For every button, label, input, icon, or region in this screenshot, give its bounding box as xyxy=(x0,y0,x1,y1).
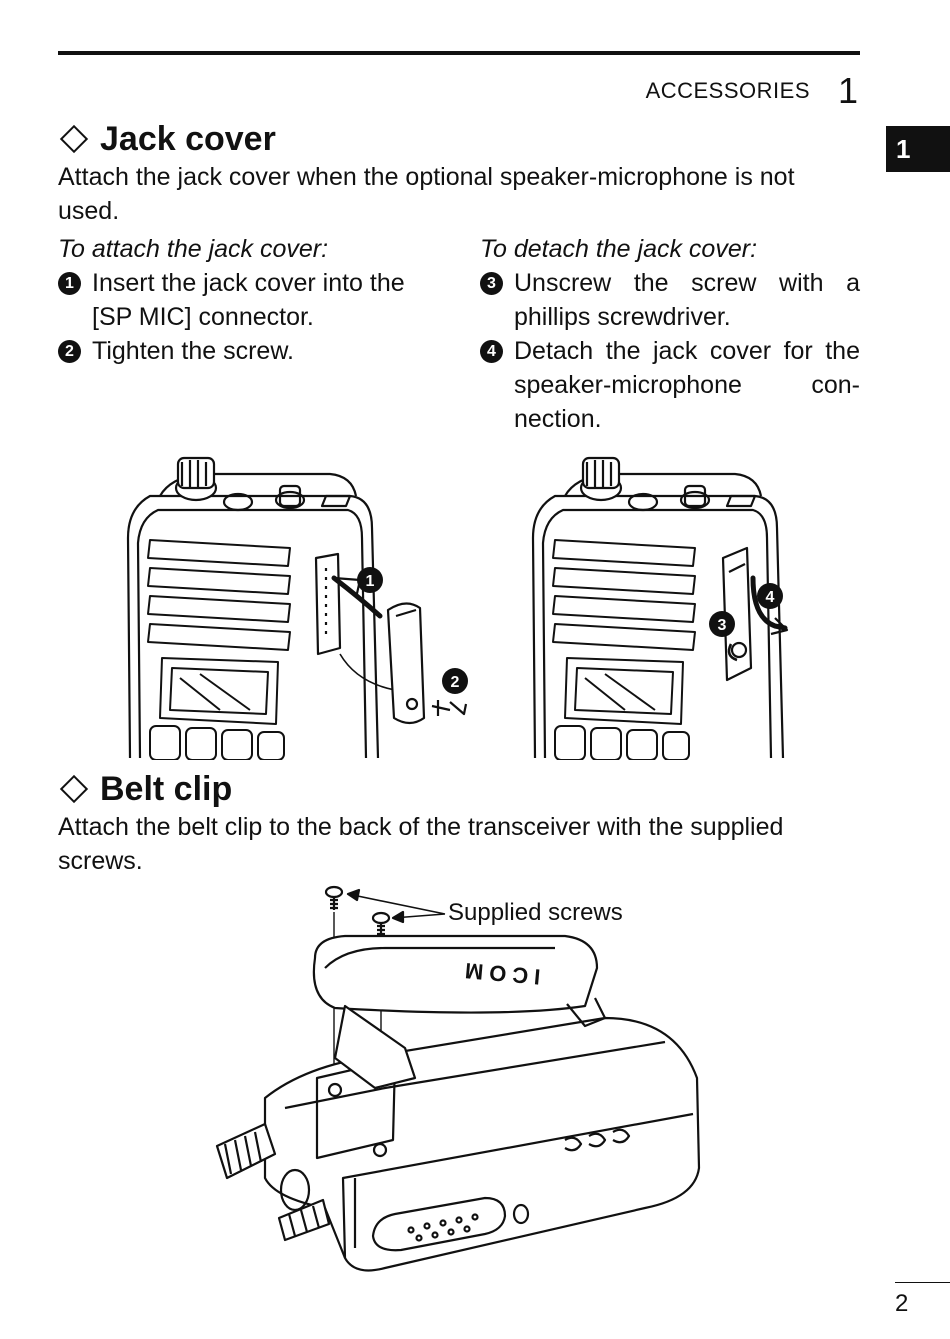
diamond-icon xyxy=(59,774,89,803)
step-number-badge: 1 xyxy=(58,272,81,295)
section-heading-belt-clip: Belt clip xyxy=(58,770,232,809)
step-text: Unscrew the screw with a phillips screwd… xyxy=(514,269,860,331)
step-2: 2 Tighten the screw. xyxy=(58,334,438,368)
screw-icon xyxy=(371,911,391,936)
step-number-badge: 2 xyxy=(58,340,81,363)
attach-column: To attach the jack cover: 1 Insert the j… xyxy=(58,232,438,368)
running-head: ACCESSORIES xyxy=(645,78,810,103)
attach-subtitle: To attach the jack cover: xyxy=(58,235,329,263)
belt-clip-intro: Attach the belt clip to the back of the … xyxy=(58,813,784,875)
belt-clip-illustration: Supplied screws ICOM xyxy=(215,885,701,1272)
step-1: 1 Insert the jack cover into the [SP MIC… xyxy=(58,266,438,334)
page-number: 2 xyxy=(895,1290,909,1317)
step-number-badge: 4 xyxy=(480,340,503,363)
callout-4: 4 xyxy=(766,589,775,606)
section-heading-jack-cover: Jack cover xyxy=(58,120,276,159)
supplied-screws-label: Supplied screws xyxy=(448,899,623,926)
heading-text: Belt clip xyxy=(100,770,233,808)
heading-text: Jack cover xyxy=(100,120,276,158)
detach-column: To detach the jack cover: 3 Unscrew the … xyxy=(480,232,860,436)
step-text: Detach the jack cover for the speaker-mi… xyxy=(514,337,860,433)
jack-cover-detach-illustration: 3 4 xyxy=(531,456,789,760)
top-rule xyxy=(58,51,860,55)
detach-subtitle: To detach the jack cover: xyxy=(480,235,758,263)
step-text: Insert the jack cover into the [SP MIC] … xyxy=(92,269,405,331)
callout-3: 3 xyxy=(718,617,727,634)
chapter-number: 1 xyxy=(838,70,859,111)
step-3: 3 Unscrew the screw with a phillips scre… xyxy=(480,266,860,334)
callout-1: 1 xyxy=(366,573,375,590)
step-4: 4 Detach the jack cover for the speaker-… xyxy=(480,334,860,436)
chapter-tab: 1 xyxy=(886,126,950,172)
footer-rule xyxy=(895,1282,950,1283)
diamond-icon xyxy=(59,124,89,153)
screw-icon xyxy=(324,885,344,910)
jack-cover-attach-illustration: 1 2 xyxy=(126,456,468,760)
step-text: Tighten the screw. xyxy=(92,337,294,365)
callout-2: 2 xyxy=(451,674,460,691)
jack-cover-intro: Attach the jack cover when the optional … xyxy=(58,163,795,225)
step-number-badge: 3 xyxy=(480,272,503,295)
